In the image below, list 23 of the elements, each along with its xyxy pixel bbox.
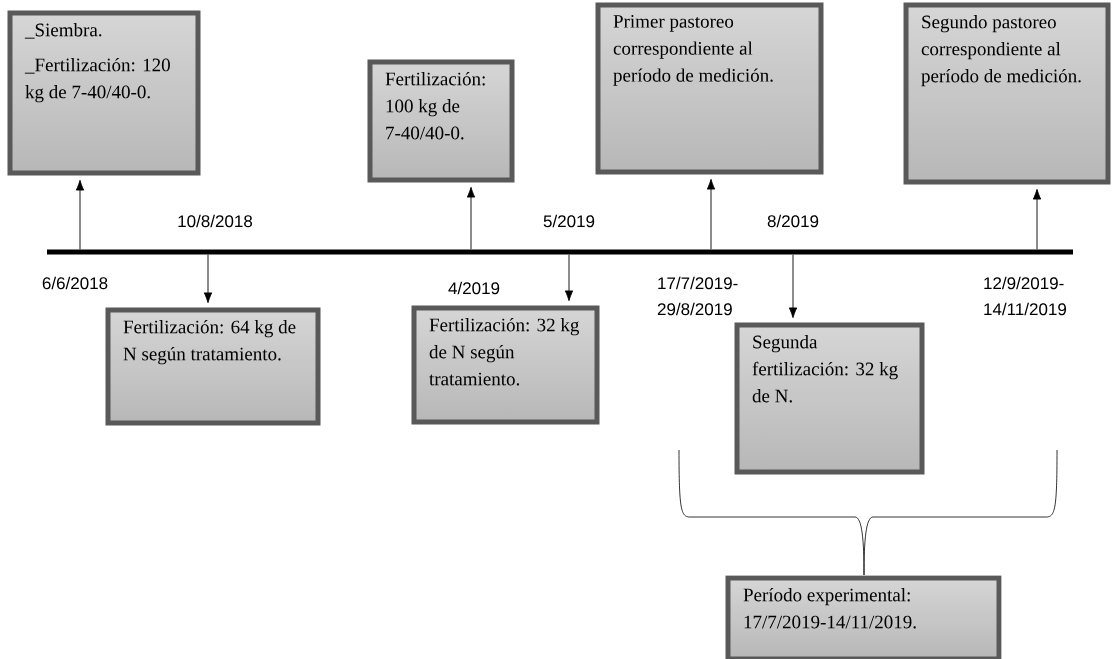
arrow [788,254,798,319]
arrow [564,254,574,302]
arrow [466,186,476,250]
event-box: _Siembra. _Fertilización: 120 kg de 7-40/40-0. [7,10,201,176]
arrow [203,254,213,304]
date-label: 5/2019 [543,214,595,228]
event-box: Fertilización: 32 kg de N según tratamiento. [411,305,600,425]
event-box: Fertilización: 64 kg de N según tratamiento. [105,307,321,426]
event-box: Segundo pastoreo correspondiente al período de medición. [903,2,1111,185]
event-box: Primer pastoreo correspondiente al período de medición. [595,2,824,175]
timeline-bar [47,249,1073,255]
arrow [706,178,716,250]
event-box: Segunda fertilización: 32 kg de N. [734,322,925,475]
date-label: 6/6/2018 [42,276,108,290]
arrow [1032,188,1042,250]
event-box: Fertilización: 100 kg de 7-40/40-0. [367,59,515,183]
date-label: 8/2019 [767,214,819,228]
arrow [75,179,85,250]
date-label: 12/9/2019- 14/11/2019 [984,276,1067,316]
date-label: 17/7/2019- 29/8/2019 [657,276,738,316]
date-label: 4/2019 [448,281,500,295]
event-box: Período experimental: 17/7/2019-14/11/2019. [725,575,1002,659]
date-label: 10/8/2018 [178,214,253,228]
